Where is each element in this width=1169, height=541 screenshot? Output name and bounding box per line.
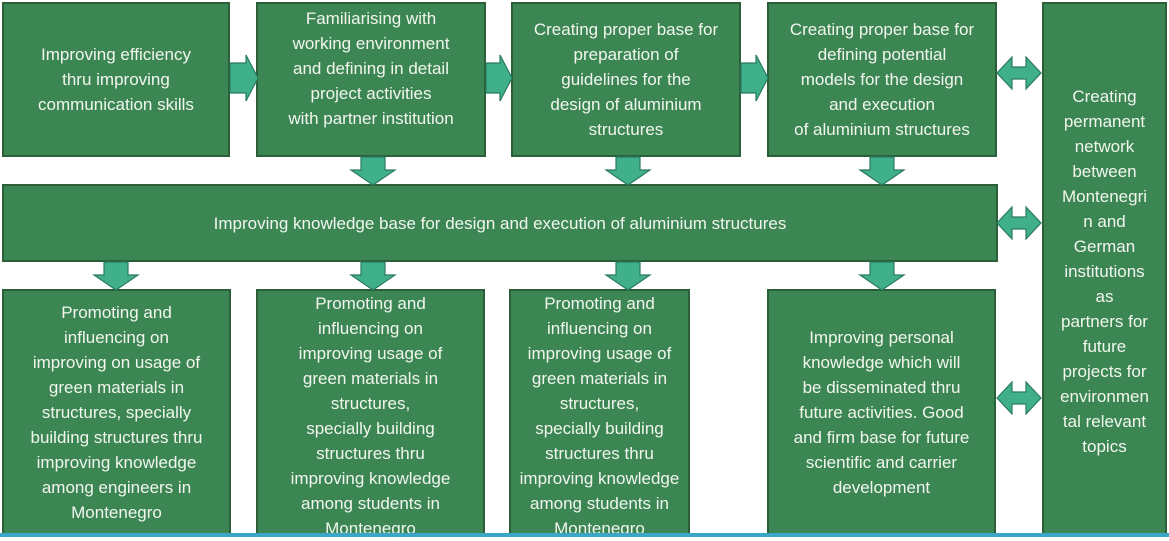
top-box-1-text: Improving efficiency thru improving comm… bbox=[38, 45, 194, 114]
arrow-down-icon bbox=[349, 261, 397, 291]
arrow-down-icon bbox=[858, 156, 906, 186]
bottom-box-4-text: Improving personal knowledge which will … bbox=[793, 327, 970, 497]
top-box-1: Improving efficiency thru improving comm… bbox=[2, 2, 230, 157]
arrow-down-icon bbox=[349, 156, 397, 186]
bottom-box-2-text: Promoting and influencing on improving u… bbox=[290, 294, 451, 538]
bottom-box-1: Promoting and influencing on improving o… bbox=[2, 289, 231, 535]
bottom-accent-line bbox=[0, 533, 1169, 537]
bottom-box-1-text: Promoting and influencing on improving o… bbox=[30, 302, 203, 522]
arrow-down-icon bbox=[858, 261, 906, 291]
double-arrow-icon bbox=[996, 380, 1042, 416]
arrow-right-icon bbox=[229, 54, 259, 102]
top-box-3-text: Creating proper base for preparation of … bbox=[533, 20, 719, 139]
middle-box-text: Improving knowledge base for design and … bbox=[213, 213, 787, 233]
bottom-box-3-text: Promoting and influencing on improving u… bbox=[519, 294, 680, 538]
double-arrow-icon bbox=[996, 55, 1042, 91]
right-column-box: Creating permanent network between Monte… bbox=[1042, 2, 1167, 535]
top-box-4: Creating proper base for defining potent… bbox=[767, 2, 997, 157]
double-arrow-icon bbox=[996, 205, 1042, 241]
arrow-down-icon bbox=[92, 261, 140, 291]
top-box-2-text: Familiarising with working environment a… bbox=[288, 9, 454, 128]
bottom-box-4: Improving personal knowledge which will … bbox=[767, 289, 996, 535]
bottom-box-3: Promoting and influencing on improving u… bbox=[509, 289, 690, 538]
arrow-right-icon bbox=[740, 54, 769, 102]
top-box-3: Creating proper base for preparation of … bbox=[511, 2, 741, 157]
top-box-2: Familiarising with working environment a… bbox=[256, 2, 486, 157]
arrow-down-icon bbox=[604, 261, 652, 291]
middle-box: Improving knowledge base for design and … bbox=[2, 184, 998, 262]
arrow-down-icon bbox=[604, 156, 652, 186]
arrow-right-icon bbox=[485, 54, 513, 102]
right-column-text: Creating permanent network between Monte… bbox=[1060, 87, 1149, 456]
top-box-4-text: Creating proper base for defining potent… bbox=[789, 20, 975, 139]
